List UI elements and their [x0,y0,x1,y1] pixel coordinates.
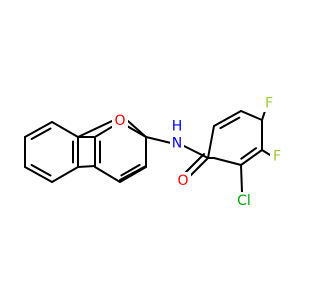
bond-line [119,166,147,183]
amide-nitrogen-atom: N [170,135,184,152]
bond-line [51,166,79,183]
double-bond-inner-line [219,116,241,130]
structure-drawing: O N H O Cl F F [24,95,284,210]
carbonyl-oxygen-label: O [177,173,188,189]
bond-line [94,166,121,183]
bond-line [119,165,147,181]
bond-line [77,165,96,168]
atom-labels-layer: O N H O Cl F F [112,95,284,210]
c-o-double-bond [185,153,205,173]
amide-hydrogen-label: H [172,119,183,135]
double-bond-inner-line [240,147,258,160]
fluorine-right-label: F [273,149,281,165]
amide-hydrogen-atom: H [170,118,184,135]
fluorine-top-atom: F [262,95,276,112]
bond-line [24,166,53,183]
bond-line [213,110,242,127]
bond-line [207,125,215,159]
amide-nitrogen-label: N [172,136,182,152]
ring-oxygen-atom: O [112,112,128,130]
fluorine-top-label: F [265,96,273,112]
c-o-bond [189,157,209,177]
fluorine-right-atom: F [270,148,284,165]
chlorine-label: Cl [237,193,251,209]
ring-oxygen-label: O [114,113,125,129]
furan-c-o-bond [77,120,113,138]
double-bond-inner-line [120,163,141,177]
bond-line [51,121,79,138]
bond-line [213,157,242,166]
molecule-diagram: O N H O Cl F F [24,95,284,210]
chlorine-atom: Cl [232,192,256,210]
bond-line [240,149,263,166]
c-cl-bond [240,164,243,193]
c-n-bond [145,136,172,144]
double-bond-inner-line [30,163,52,177]
bond-line [24,121,53,138]
bonds-layer [24,107,271,193]
n-c-bond [183,145,209,159]
carbonyl-oxygen-atom: O [175,172,191,190]
c-f-right-bond [261,149,271,156]
bond-line [240,110,263,121]
double-bond-inner-line [30,127,52,141]
